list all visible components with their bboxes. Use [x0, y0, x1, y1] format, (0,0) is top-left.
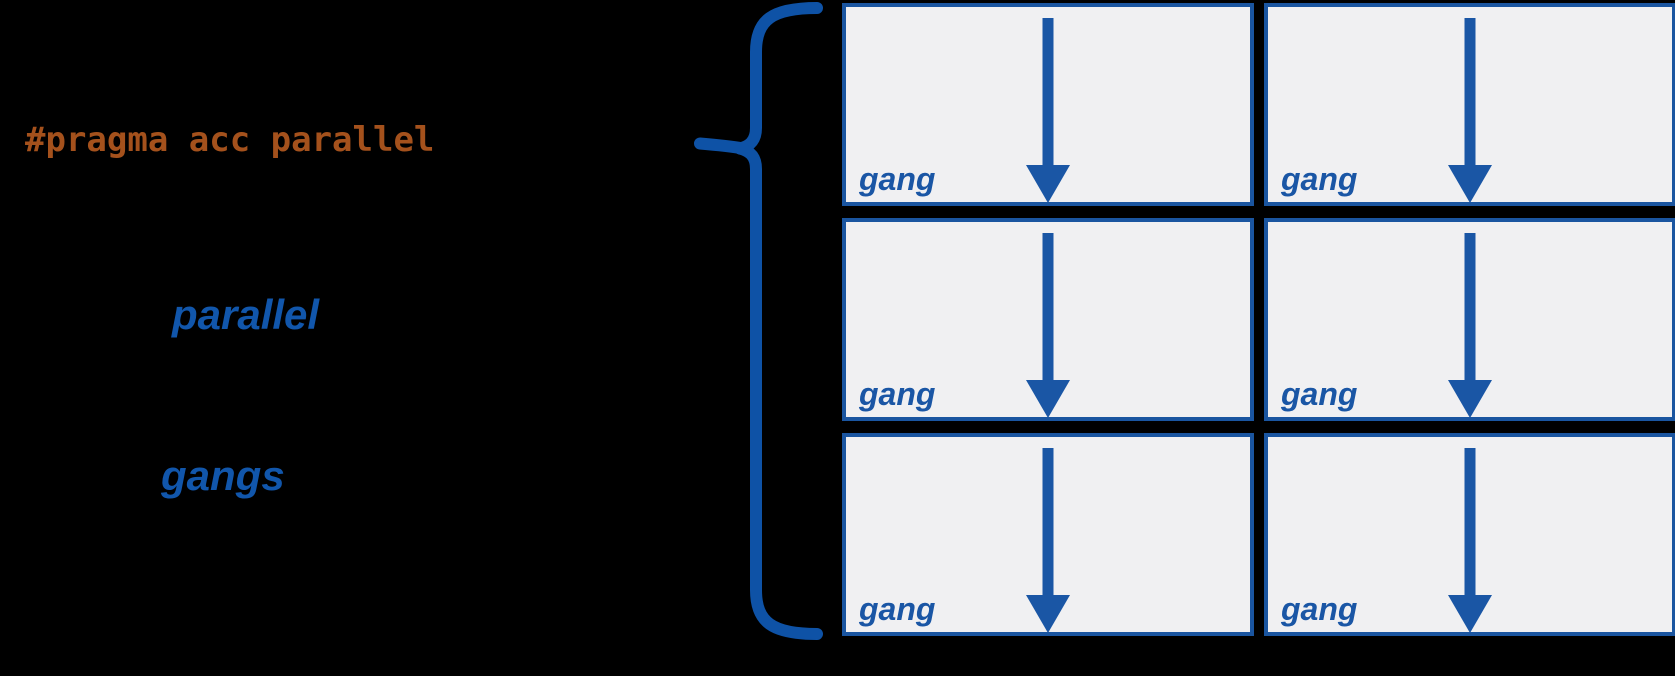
parallel-construct-label: parallel: [172, 291, 320, 338]
down-arrow-icon: [1026, 448, 1070, 633]
gang-box-label: gang: [859, 161, 936, 197]
gang-grid: gang gang gang gang: [842, 3, 1675, 636]
arrow-shaft: [1042, 18, 1054, 166]
arrow-head: [1448, 380, 1492, 418]
gang-box-label: gang: [859, 591, 936, 627]
arrow-head: [1448, 595, 1492, 633]
down-arrow-icon: [1448, 18, 1492, 203]
arrow-head: [1026, 595, 1070, 633]
gang-box-3: gang: [842, 218, 1254, 421]
gang-box-1: gang: [842, 3, 1254, 206]
arrow-head: [1448, 165, 1492, 203]
gang-box-label: gang: [859, 376, 936, 412]
down-arrow-icon: [1026, 233, 1070, 418]
gang-box-5: gang: [842, 433, 1254, 636]
gang-box-label: gang: [1281, 376, 1358, 412]
arrow-shaft: [1042, 448, 1054, 596]
gang-box-2: gang: [1264, 3, 1675, 206]
down-arrow-icon: [1026, 18, 1070, 203]
arrow-shaft: [1464, 18, 1476, 166]
gang-box-label: gang: [1281, 591, 1358, 627]
arrow-head: [1026, 165, 1070, 203]
gang-box-4: gang: [1264, 218, 1675, 421]
down-arrow-icon: [1448, 448, 1492, 633]
gang-box-label: gang: [1281, 161, 1358, 197]
arrow-head: [1026, 380, 1070, 418]
arrow-shaft: [1042, 233, 1054, 381]
gang-box-6: gang: [1264, 433, 1675, 636]
pragma-code-text: #pragma acc parallel: [25, 120, 435, 160]
down-arrow-icon: [1448, 233, 1492, 418]
arrow-shaft: [1464, 448, 1476, 596]
gangs-label: gangs: [161, 452, 285, 499]
arrow-shaft: [1464, 233, 1476, 381]
